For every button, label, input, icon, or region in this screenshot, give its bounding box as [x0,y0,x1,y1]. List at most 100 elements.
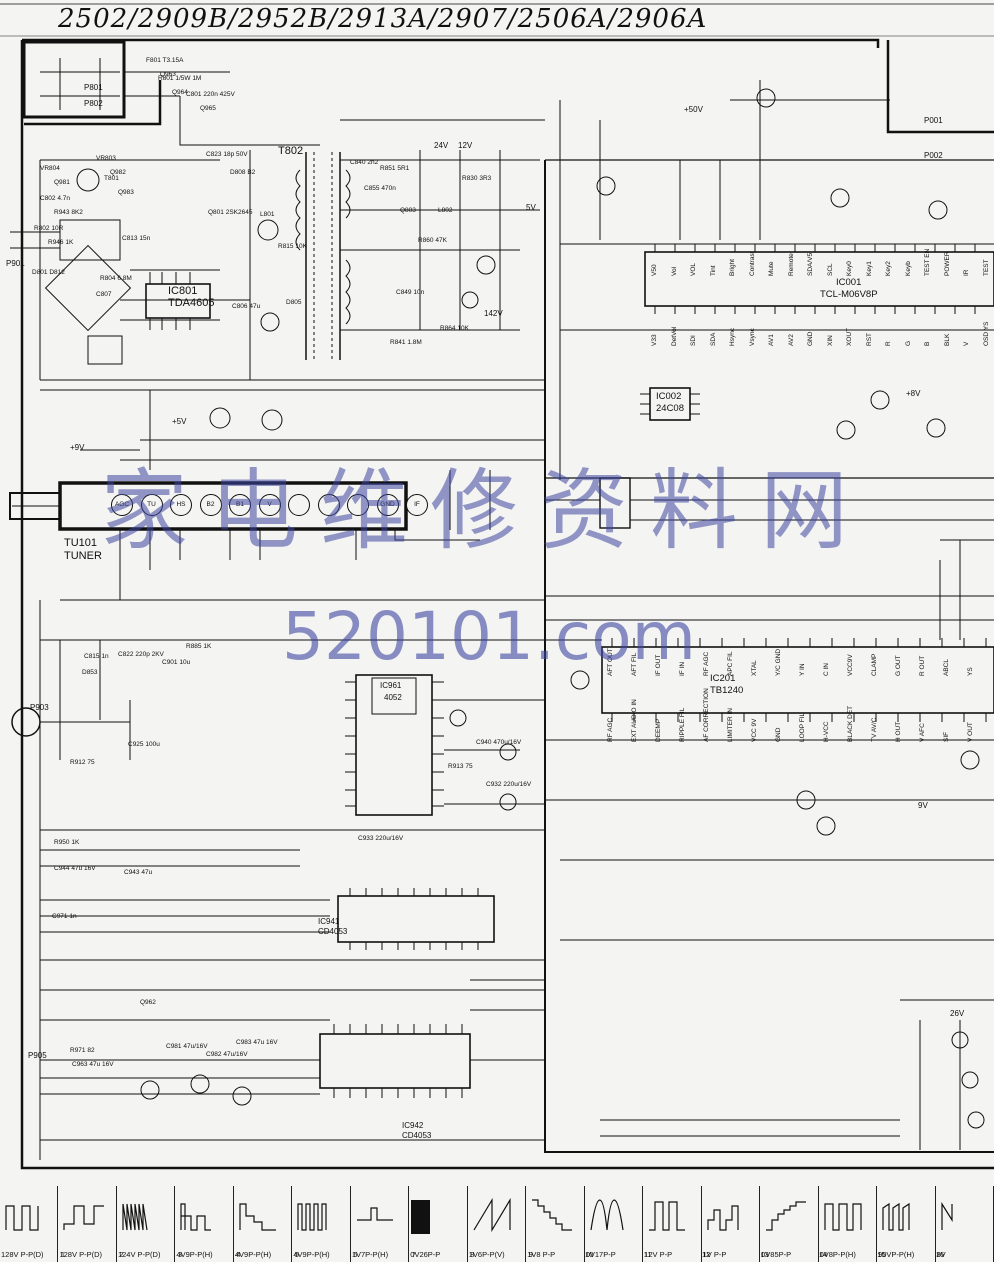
component-label: C855 470n [364,185,396,192]
waveform-trace [882,1202,910,1231]
ic001-pin-name: XOUT [846,327,853,346]
component-label: C981 47u/16V [166,1043,208,1050]
component-label: R802 10R [34,225,64,232]
component-label: R801 1/5W 1M [158,75,202,82]
waveform-label: 4V9P-P(H) [176,1250,213,1259]
ic001-pin-name: SDA/V5 [807,252,814,276]
ic001-part: TCL-M06V8P [820,289,878,300]
waveform-cell: 4V9P-P(H)6 [292,1186,357,1262]
component-label: R971 82 [70,1047,95,1054]
rail-label: 26V [950,1009,965,1018]
ic201-pin-name: BLACK DET [847,705,854,742]
ic801-body [145,283,211,319]
ic201-pin-name: YS [967,667,974,676]
component-label: C925 100u [128,741,160,748]
waveform-cell: 128V P-P(D)1 [0,1186,65,1262]
ic001-pin-name: IR [963,269,970,277]
component-label: L801 [260,211,275,218]
waveform-cell: 0V8P-P(H)15 [819,1186,886,1262]
component-label: F801 T3.15A [146,57,184,64]
ic001-pin-name: SDI [690,335,697,346]
component-label: C940 470u/16V [476,739,522,746]
waveform-number: 10 [585,1250,594,1259]
component-label: C840 2n2 [350,159,379,166]
waveform-label: 1V7P-P(H) [351,1250,389,1259]
tuner-ref: TU101 [64,537,98,549]
waveform-label: 0V26P-P [410,1250,441,1259]
waveform-number: 16 [935,1250,945,1259]
ic001-pin-name: BLK [943,333,951,346]
component-label: C823 18p 50V [206,151,248,158]
component-label: R815 10K [278,243,307,250]
connector-p802: P802 [84,99,103,108]
title-bar: 2502/2909B/2952B/2913A/2907/2506A/2906A [0,0,994,36]
ic001-pin-name: Vsync [748,328,756,346]
ic201-pin-name: RF AGC [703,651,710,676]
bridge-rectifier [44,244,132,332]
tuner-pin [288,494,310,516]
tuner-pin: IF [406,494,428,516]
ic001-pin-name: POWER [943,251,951,276]
ic001-pin-name: Remote [787,253,795,276]
ic001-pin-name: G [904,340,912,346]
ic001-pin-name: V33 [651,334,658,346]
tuner-pin: TU [140,494,163,516]
component-label: C807 [96,291,112,298]
component-label: R913 75 [448,763,473,770]
waveform-label: 128V P-P(D) [59,1250,102,1259]
waveform-number: 3 [177,1250,182,1259]
waveform-number: 6 [353,1250,358,1259]
ic201-part: TB1240 [710,685,744,696]
waveform-trace [707,1205,739,1231]
component-label: R943 8K2 [54,209,83,216]
connector-p901: P901 [6,259,25,268]
waveform-number: 15 [877,1250,886,1259]
ic001-pin-name: OSD YS [982,321,990,346]
waveform-cell: 90VP-P(H) 16 [877,1186,944,1262]
component-label: Q965 [200,105,216,112]
component-label: Q963 [160,71,176,78]
waveform-label: 4V9P-P(H) [234,1250,272,1259]
waveform-number: 14 [818,1250,828,1259]
waveform-cell: 0V85P-P 14 [760,1186,827,1262]
waveform-trace [356,1207,393,1221]
rail-label: +9V [70,443,85,452]
waveform-label: 90VP-P(H) [878,1250,915,1259]
ic201-pin-name: DEEMP [655,718,662,742]
tuner-pin: B2 [199,494,222,516]
ic201-pin-name: EXT AUDIO IN [631,699,638,742]
ic001-pin-name: RST [865,333,873,346]
component-label: C982 47u/16V [206,1051,248,1058]
ic001-pin-name: Bright [729,259,736,276]
component-label: R950 1K [54,839,80,846]
ic801-part: TDA4605 [168,297,215,309]
connector-p002: P002 [924,151,943,160]
rail-label: 24V [434,141,449,150]
ic002-ref: IC002 [656,391,682,402]
waveform-cell: 1V7P-P(H)7 [351,1186,416,1262]
component-label: T801 [104,175,119,182]
connector-p801: P801 [84,83,103,92]
ic001-pin-name: AV1 [768,334,775,346]
waveform-label: 12V P-P [644,1250,673,1259]
ic942-body [319,1033,471,1089]
component-label: Q962 [140,999,156,1006]
component-label: R804 6.8M [100,275,132,282]
ic201-ref: IC201 [710,673,736,684]
ic201-pin-name: V OUT [967,722,974,742]
ic201-pin-name: VCC 9V [751,718,758,742]
waveform-cell: 124V P-P(D)3 [117,1186,182,1262]
ic201-pin-name: TV AV/C [871,717,878,742]
waveform-number: 2 [119,1250,124,1259]
waveform-label: 0V85P-P [761,1250,792,1259]
ic942-part: CD4053 [402,1131,432,1140]
ic001-body [644,251,994,307]
component-label: R841 1.8M [390,339,422,346]
ic201-pin-name: Y/C GND [775,648,782,676]
ic001-pin-name: Key0 [846,261,853,276]
ic201-body [601,646,994,714]
